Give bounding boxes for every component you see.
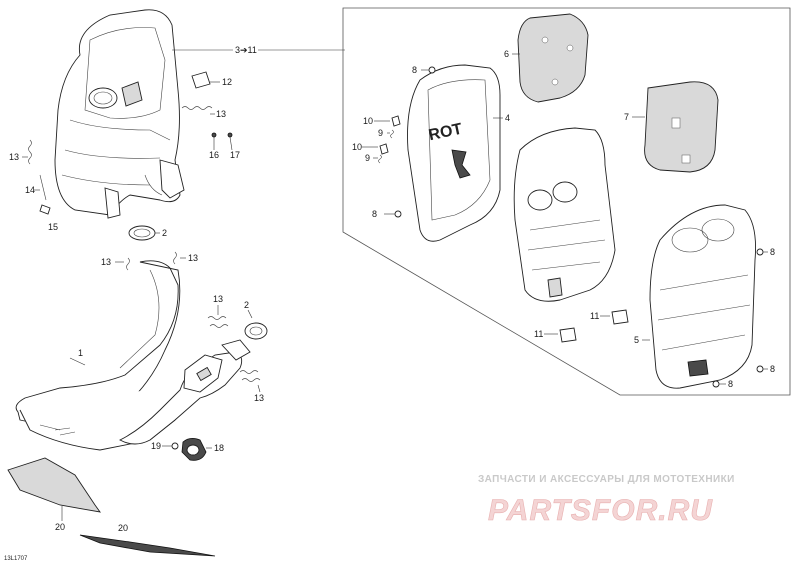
- callout-17: 17: [230, 150, 240, 160]
- callout-8-b: 8: [372, 209, 377, 219]
- callout-13-d: 13: [188, 253, 198, 263]
- callout-8-e: 8: [728, 379, 733, 389]
- callout-2-b: 2: [244, 300, 249, 310]
- callout-5: 5: [634, 335, 639, 345]
- callout-9-a: 9: [378, 128, 383, 138]
- watermark-logo: PARTSFOR.RU: [488, 494, 713, 527]
- callout-8-a: 8: [412, 65, 417, 75]
- heat-shield-part: [7, 457, 102, 513]
- callout-13-f: 13: [254, 393, 264, 403]
- detail-frame: [342, 7, 791, 396]
- watermark-tagline: ЗАПЧАСТИ И АКСЕССУАРЫ ДЛЯ МОТОТЕХНИКИ: [478, 474, 735, 485]
- group-callout-3-11: 3➔11: [235, 45, 257, 55]
- callout-13-c: 13: [101, 257, 111, 267]
- spring-part: [181, 106, 213, 110]
- callout-13-a: 13: [216, 109, 226, 119]
- callout-6: 6: [504, 49, 509, 59]
- mid-pipe-catalyst: [119, 339, 251, 445]
- callout-10-a: 10: [363, 116, 373, 126]
- callout-13-e: 13: [213, 294, 223, 304]
- callout-12: 12: [222, 77, 232, 87]
- exhaust-pipe: [15, 260, 211, 451]
- muffler-cover-part: ROT: [407, 64, 501, 242]
- callout-13-b: 13: [9, 152, 19, 162]
- callout-16: 16: [209, 150, 219, 160]
- callout-8-c: 8: [770, 247, 775, 257]
- callout-20-b: 20: [118, 523, 128, 533]
- callout-19: 19: [151, 441, 161, 451]
- callout-9-b: 9: [365, 153, 370, 163]
- callout-11-b: 11: [590, 311, 599, 321]
- drawing-reference-code: 13L1707: [4, 556, 28, 562]
- muffler-inner-body: [513, 127, 616, 302]
- callout-2-a: 2: [162, 228, 167, 238]
- gasket-part: [128, 225, 156, 241]
- callout-7: 7: [624, 112, 629, 122]
- callout-14: 14: [25, 185, 35, 195]
- callout-18: 18: [214, 443, 224, 453]
- callout-1: 1: [78, 348, 83, 358]
- svg-text:ROT: ROT: [427, 121, 464, 145]
- callout-20-a: 20: [55, 522, 65, 532]
- callout-8-d: 8: [770, 364, 775, 374]
- callout-11-a: 11: [534, 329, 543, 339]
- insulation-pad-6: [517, 13, 589, 103]
- callout-10-b: 10: [352, 142, 362, 152]
- insulation-pad-7: [644, 81, 719, 173]
- callout-15: 15: [48, 222, 58, 232]
- muffler-assembly: [54, 9, 185, 219]
- callout-4: 4: [505, 113, 510, 123]
- muffler-rear-shell: [649, 204, 756, 389]
- clip-part: [191, 71, 211, 89]
